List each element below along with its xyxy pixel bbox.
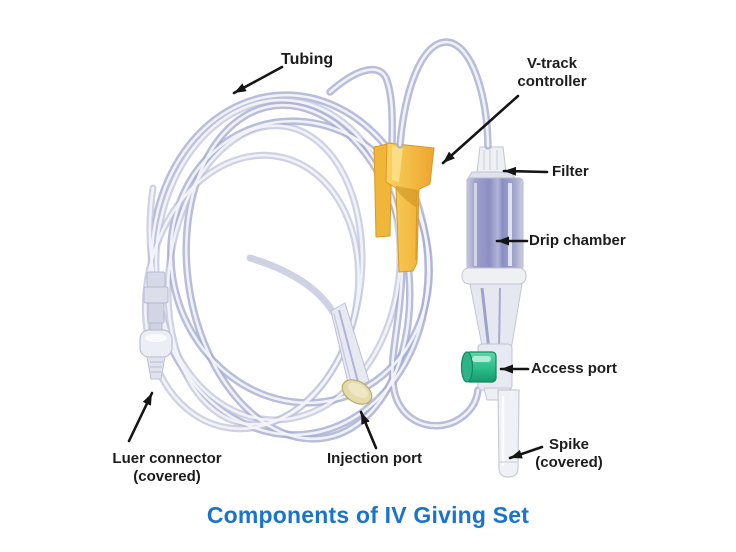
tubing-arch: [396, 38, 492, 150]
luer-connector-label: Luer connector (covered): [112, 450, 222, 485]
filter-arrow: [502, 166, 549, 176]
injection-port-arrow: [359, 410, 378, 450]
tubing-label: Tubing: [281, 51, 334, 68]
access-port-label: Access port: [531, 360, 617, 377]
access-port: [460, 343, 513, 391]
annotation-arrows: [127, 65, 549, 460]
injection-port: [330, 302, 373, 405]
tubing-arrow: [232, 65, 284, 95]
luer-connector: [139, 271, 173, 380]
injection-port-label: Injection port: [327, 450, 422, 467]
drip-chamber-label: Drip chamber: [529, 232, 626, 249]
v-track-controller: [373, 142, 435, 273]
tubing-coil: [141, 65, 482, 443]
v-track-controller-label: V-track controller: [517, 55, 587, 90]
luer-arrow: [127, 391, 154, 443]
drip-chamber-assembly: [461, 146, 527, 357]
v-track-arrow: [441, 94, 520, 165]
spike-label: Spike (covered): [535, 436, 603, 471]
spike-arrow: [508, 445, 544, 460]
filter-label: Filter: [552, 163, 589, 180]
filter-cap: [466, 146, 517, 181]
diagram-title: Components of IV Giving Set: [206, 502, 530, 528]
